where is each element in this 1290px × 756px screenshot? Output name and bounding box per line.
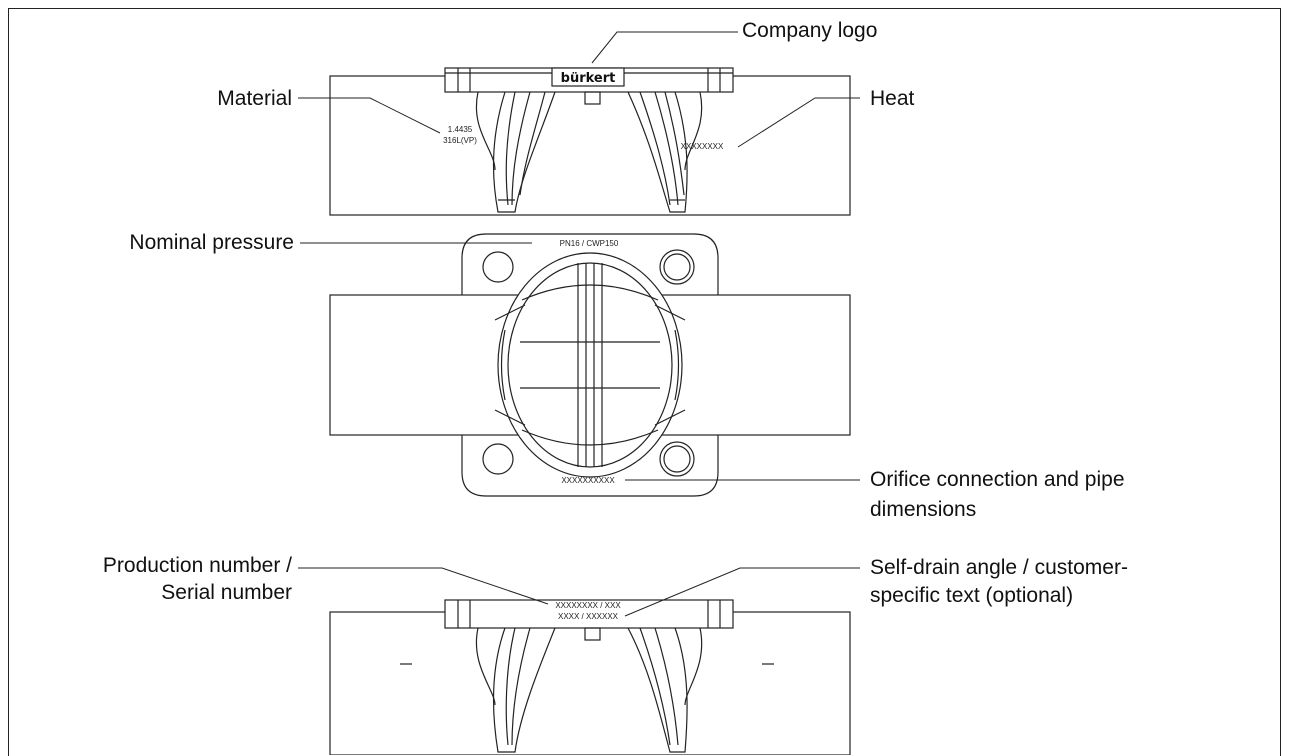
callout-orifice-line2: dimensions	[870, 498, 977, 521]
callout-selfdrain-line2: specific text (optional)	[870, 584, 1074, 607]
callout-heat: Heat	[870, 87, 915, 110]
pressure-marking: PN16 / CWP150	[560, 239, 619, 248]
material-marking-2: 316L(VP)	[443, 136, 477, 145]
company-logo: bürkert	[561, 71, 616, 86]
production-marking-1: XXXXXXXX / XXX	[555, 601, 621, 610]
callout-material: Material	[217, 87, 292, 110]
material-marking-1: 1.4435	[448, 125, 473, 134]
top-view	[329, 67, 851, 216]
heat-marking: XXXXXXXX	[681, 142, 724, 151]
callout-production-line2: Serial number	[161, 581, 292, 604]
middle-view	[329, 233, 851, 497]
callout-company-logo: Company logo	[742, 19, 878, 42]
callout-production-line1: Production number /	[102, 554, 292, 577]
callout-orifice-line1: Orifice connection and pipe	[870, 468, 1125, 491]
bottom-view	[329, 599, 851, 755]
production-marking-2: XXXX / XXXXXX	[558, 612, 619, 621]
callout-nominal-pressure: Nominal pressure	[129, 231, 294, 254]
callout-selfdrain-line1: Self-drain angle / customer-	[870, 556, 1128, 579]
drawing-frame	[8, 8, 1281, 756]
leader-lines	[298, 31, 860, 617]
orifice-marking: XXXXXXXXXX	[561, 476, 615, 485]
